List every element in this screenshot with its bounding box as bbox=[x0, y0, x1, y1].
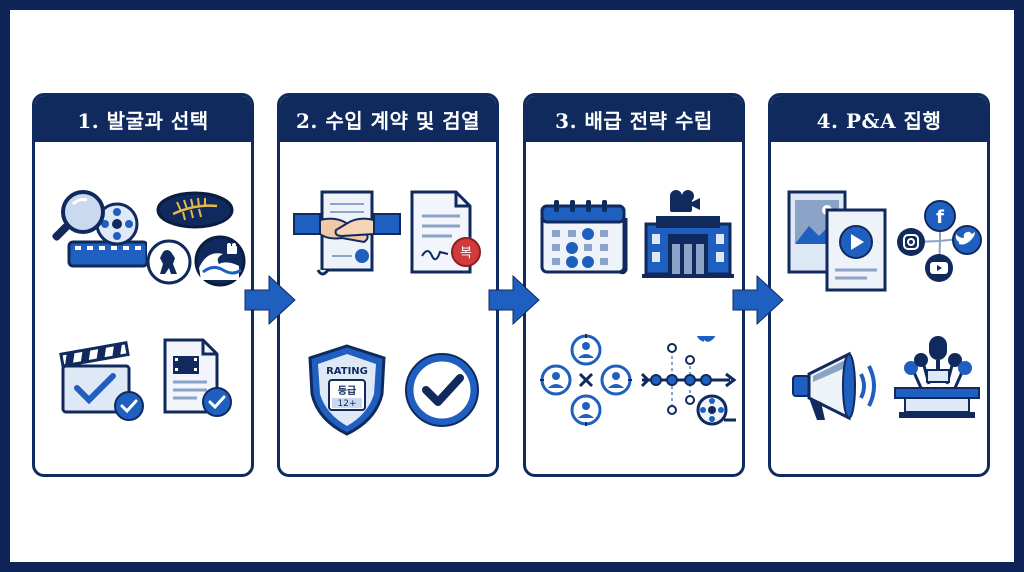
target-audience-icon bbox=[540, 334, 632, 426]
social-media-icons: f bbox=[897, 200, 982, 282]
rating-label: RATING bbox=[326, 366, 368, 377]
step-card-2: 2. 수입 계약 및 검열 복 RATING 등급 bbox=[277, 93, 499, 477]
step-title-3: 3. 배급 전략 수립 bbox=[526, 96, 742, 142]
step-card-3: 3. 배급 전략 수립 bbox=[523, 93, 745, 477]
step-title-4: 4. P&A 집행 bbox=[771, 96, 987, 142]
approval-check-icon bbox=[405, 353, 479, 427]
step-title-2: 2. 수입 계약 및 검열 bbox=[280, 96, 496, 142]
wave-award-icon bbox=[194, 235, 246, 287]
calendar-icon bbox=[540, 200, 628, 275]
rating-age: 12+ bbox=[338, 399, 357, 409]
handshake-contract-icon bbox=[293, 190, 401, 276]
poster-video-icon bbox=[787, 190, 887, 292]
step-card-1: 1. 발굴과 선택 bbox=[32, 93, 254, 477]
clapperboard-check-icon bbox=[59, 340, 144, 421]
step-title-1: 1. 발굴과 선택 bbox=[35, 96, 251, 142]
palm-award-icon bbox=[156, 191, 234, 229]
release-timeline-icon bbox=[640, 336, 737, 426]
theater-building-icon bbox=[642, 190, 734, 278]
megaphone-icon bbox=[792, 351, 876, 421]
bear-award-icon bbox=[146, 239, 192, 285]
magnifier-film-icon bbox=[52, 190, 147, 268]
seal-text: 복 bbox=[460, 246, 472, 261]
rating-shield-icon: RATING 등급 12+ bbox=[308, 344, 386, 436]
certificate-seal-icon: 복 bbox=[410, 190, 481, 274]
document-film-check-icon bbox=[163, 338, 232, 417]
svg-text:f: f bbox=[936, 207, 944, 228]
flow-arrow-3 bbox=[732, 274, 784, 326]
flow-arrow-1 bbox=[244, 274, 296, 326]
flow-arrow-2 bbox=[488, 274, 540, 326]
press-conference-icon bbox=[894, 336, 980, 418]
rating-grade: 등급 bbox=[338, 385, 356, 397]
step-card-4: 4. P&A 집행 f bbox=[768, 93, 990, 477]
